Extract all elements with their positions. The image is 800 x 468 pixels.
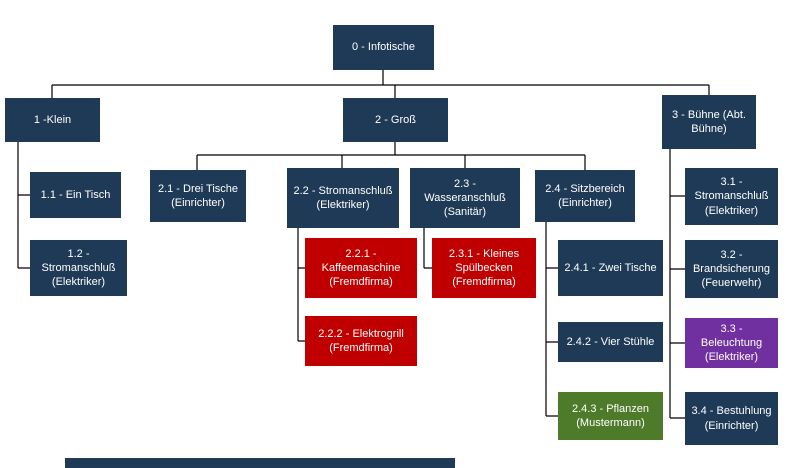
node-2-2-2-elektrogrill: 2.2.2 - Elektrogrill (Fremdfirma) (305, 316, 417, 366)
node-3-1-stromanschluss: 3.1 - Stromanschluß (Elektriker) (685, 168, 778, 225)
node-2-4-2-vier-stuehle: 2.4.2 - Vier Stühle (558, 322, 663, 362)
node-3-3-beleuchtung: 3.3 - Beleuchtung (Elektriker) (685, 318, 778, 368)
node-2-1-drei-tische: 2.1 - Drei Tische (Einrichter) (150, 170, 246, 222)
node-2-3-1-spuelbecken: 2.3.1 - Kleines Spülbecken (Fremdfirma) (432, 238, 536, 298)
node-0-infotische: 0 - Infotische (333, 25, 434, 70)
node-2-2-1-kaffeemaschine: 2.2.1 - Kaffeemaschine (Fremdfirma) (305, 238, 417, 298)
node-1-klein: 1 -Klein (5, 98, 100, 142)
node-1-2-stromanschluss: 1.2 - Stromanschluß (Elektriker) (30, 240, 127, 296)
node-2-4-1-zwei-tische: 2.4.1 - Zwei Tische (558, 240, 663, 296)
bottom-partial-box (65, 458, 455, 468)
node-2-3-wasseranschluss: 2.3 - Wasseranschluß (Sanitär) (410, 168, 520, 228)
node-3-2-brandsicherung: 3.2 - Brandsicherung (Feuerwehr) (685, 240, 778, 298)
node-2-2-stromanschluss: 2.2 - Stromanschluß (Elektriker) (287, 168, 399, 228)
node-2-4-sitzbereich: 2.4 - Sitzbereich (Einrichter) (535, 170, 635, 222)
node-2-4-3-pflanzen: 2.4.3 - Pflanzen (Mustermann) (558, 392, 663, 440)
node-3-buehne: 3 - Bühne (Abt. Bühne) (662, 95, 756, 149)
node-1-1-ein-tisch: 1.1 - Ein Tisch (30, 172, 121, 218)
node-2-gross: 2 - Groß (343, 98, 448, 142)
node-3-4-bestuhlung: 3.4 - Bestuhlung (Einrichter) (685, 392, 778, 445)
